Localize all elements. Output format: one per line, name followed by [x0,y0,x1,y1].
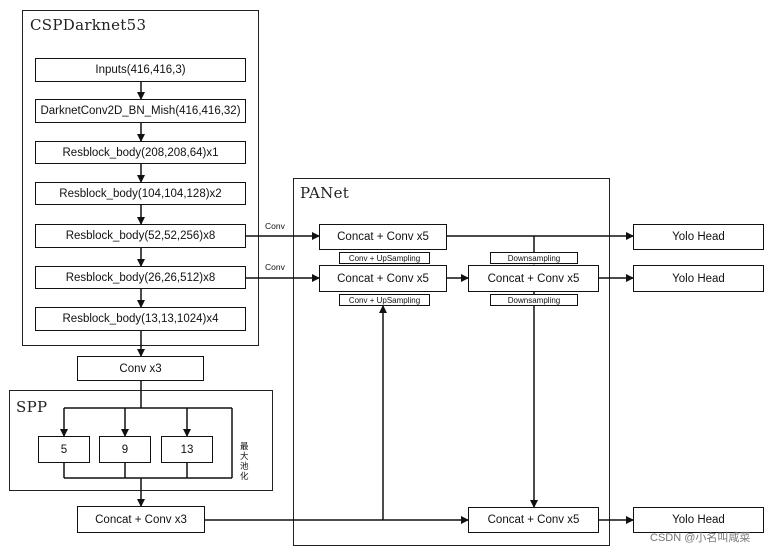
upsampling-tag-2: Conv + UpSampling [339,294,430,306]
resblock-208-block: Resblock_body(208,208,64)x1 [35,141,246,164]
upsampling-tag-1: Conv + UpSampling [339,252,430,264]
panet-concat-mid-left: Concat + Conv x5 [319,265,447,292]
watermark: CSDN @小名叫咸菜 [650,532,751,544]
conv-x3-block: Conv x3 [77,356,204,381]
resblock-13-block: Resblock_body(13,13,1024)x4 [35,307,246,331]
spp-title: SPP [16,398,48,416]
panet-group [293,178,610,546]
inputs-block: Inputs(416,416,3) [35,58,246,82]
panet-concat-mid-right: Concat + Conv x5 [468,265,599,292]
downsampling-tag-1: Downsampling [490,252,578,264]
yolo-head-2: Yolo Head [633,265,764,292]
downsampling-tag-2: Downsampling [490,294,578,306]
resblock-104-block: Resblock_body(104,104,128)x2 [35,182,246,205]
darknet-conv-block: DarknetConv2D_BN_Mish(416,416,32) [35,99,246,123]
pool-13-block: 13 [161,436,213,463]
yolo-head-3: Yolo Head [633,507,764,533]
pool-5-block: 5 [38,436,90,463]
panet-title: PANet [300,184,350,202]
panet-concat-top-left: Concat + Conv x5 [319,224,447,250]
conv-edge-label-1: Conv [265,221,285,231]
panet-concat-bottom: Concat + Conv x5 [468,507,599,533]
resblock-26-block: Resblock_body(26,26,512)x8 [35,266,246,289]
max-pooling-note: 最大池化 [240,441,249,481]
pool-9-block: 9 [99,436,151,463]
conv-edge-label-2: Conv [265,262,285,272]
concat-conv-x3-block: Concat + Conv x3 [77,506,205,533]
yolo-head-1: Yolo Head [633,224,764,250]
resblock-52-block: Resblock_body(52,52,256)x8 [35,224,246,248]
cspdarknet53-title: CSPDarknet53 [30,16,147,34]
